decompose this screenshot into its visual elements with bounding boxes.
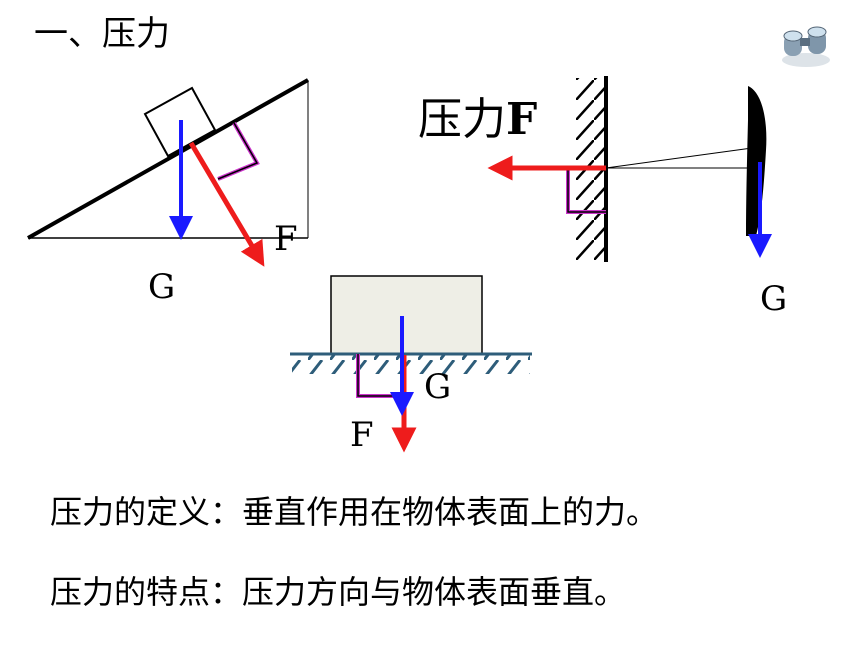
incline-g-label: G xyxy=(148,267,176,307)
wall-force-title: 压力F xyxy=(418,98,537,142)
hanging-g-label: G xyxy=(760,279,788,319)
feature-text: 压力的特点：压力方向与物体表面垂直。 xyxy=(50,573,627,611)
floor-f-label: F xyxy=(350,415,374,455)
incline-f-label: F xyxy=(274,219,298,259)
wall-diagram xyxy=(487,76,772,262)
incline-diagram xyxy=(27,78,309,267)
floor-hatching xyxy=(292,354,530,374)
binoculars-icon xyxy=(782,26,830,67)
floor-g-label: G xyxy=(424,367,452,407)
wall-force-title-text: 压力 xyxy=(418,94,506,145)
definition-text: 压力的定义：垂直作用在物体表面上的力。 xyxy=(50,493,659,531)
incline-slope xyxy=(27,78,309,240)
incline-force-arrow xyxy=(188,141,265,267)
floor-block xyxy=(330,275,483,355)
floor-diagram xyxy=(290,275,532,453)
section-heading: 一、压力 xyxy=(34,14,170,54)
string-upper xyxy=(605,147,753,169)
wall-force-title-symbol: F xyxy=(506,94,538,145)
hanging-object xyxy=(746,86,767,236)
